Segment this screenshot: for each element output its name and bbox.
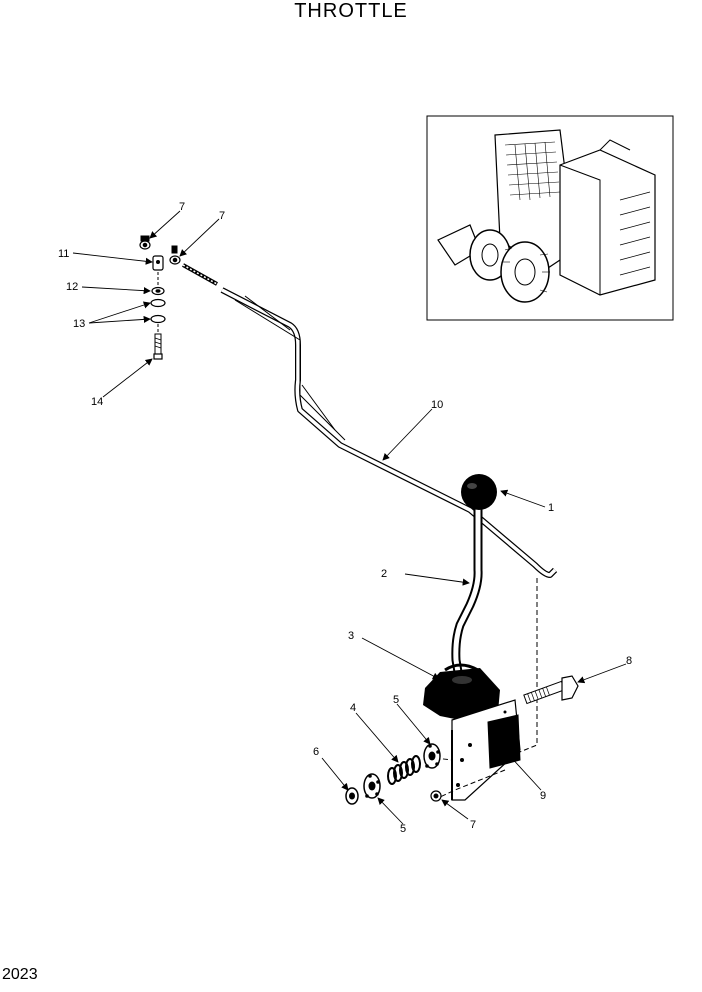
callout-9: 9 <box>540 790 546 802</box>
callout-10: 10 <box>431 399 443 411</box>
throttle-lever <box>451 474 497 677</box>
mounting-bracket <box>451 699 521 801</box>
callout-4: 4 <box>350 702 356 714</box>
leader-lines <box>72 210 627 825</box>
page-title: THROTTLE <box>294 0 408 22</box>
callout-11: 11 <box>58 248 69 260</box>
callout-labels: 1 2 3 4 5 5 6 7 7 7 8 9 10 11 12 13 14 <box>58 201 632 835</box>
callout-3: 3 <box>348 630 354 642</box>
control-housing <box>423 663 500 722</box>
callout-8: 8 <box>626 655 632 667</box>
skid-steer-loader-inset <box>426 115 674 321</box>
lever-knob <box>461 474 497 510</box>
threaded-rod-end <box>182 263 218 286</box>
callout-14: 14 <box>91 396 103 408</box>
callout-5-lower: 5 <box>400 823 406 835</box>
ball-joint-hardware-stack <box>139 235 181 360</box>
callout-2: 2 <box>381 568 387 580</box>
throttle-rod <box>220 287 558 578</box>
callout-6: 6 <box>313 746 319 758</box>
callout-7-top-right: 7 <box>219 210 225 222</box>
bolt <box>523 675 579 705</box>
callout-7-top-left: 7 <box>179 201 185 213</box>
callout-12: 12 <box>66 281 78 293</box>
callout-5-upper: 5 <box>393 694 399 706</box>
callout-13: 13 <box>73 318 85 330</box>
page-number: 2023 <box>2 966 38 983</box>
callout-1: 1 <box>548 502 554 514</box>
callout-7-bottom: 7 <box>470 819 476 831</box>
friction-disc-stack <box>345 743 442 805</box>
